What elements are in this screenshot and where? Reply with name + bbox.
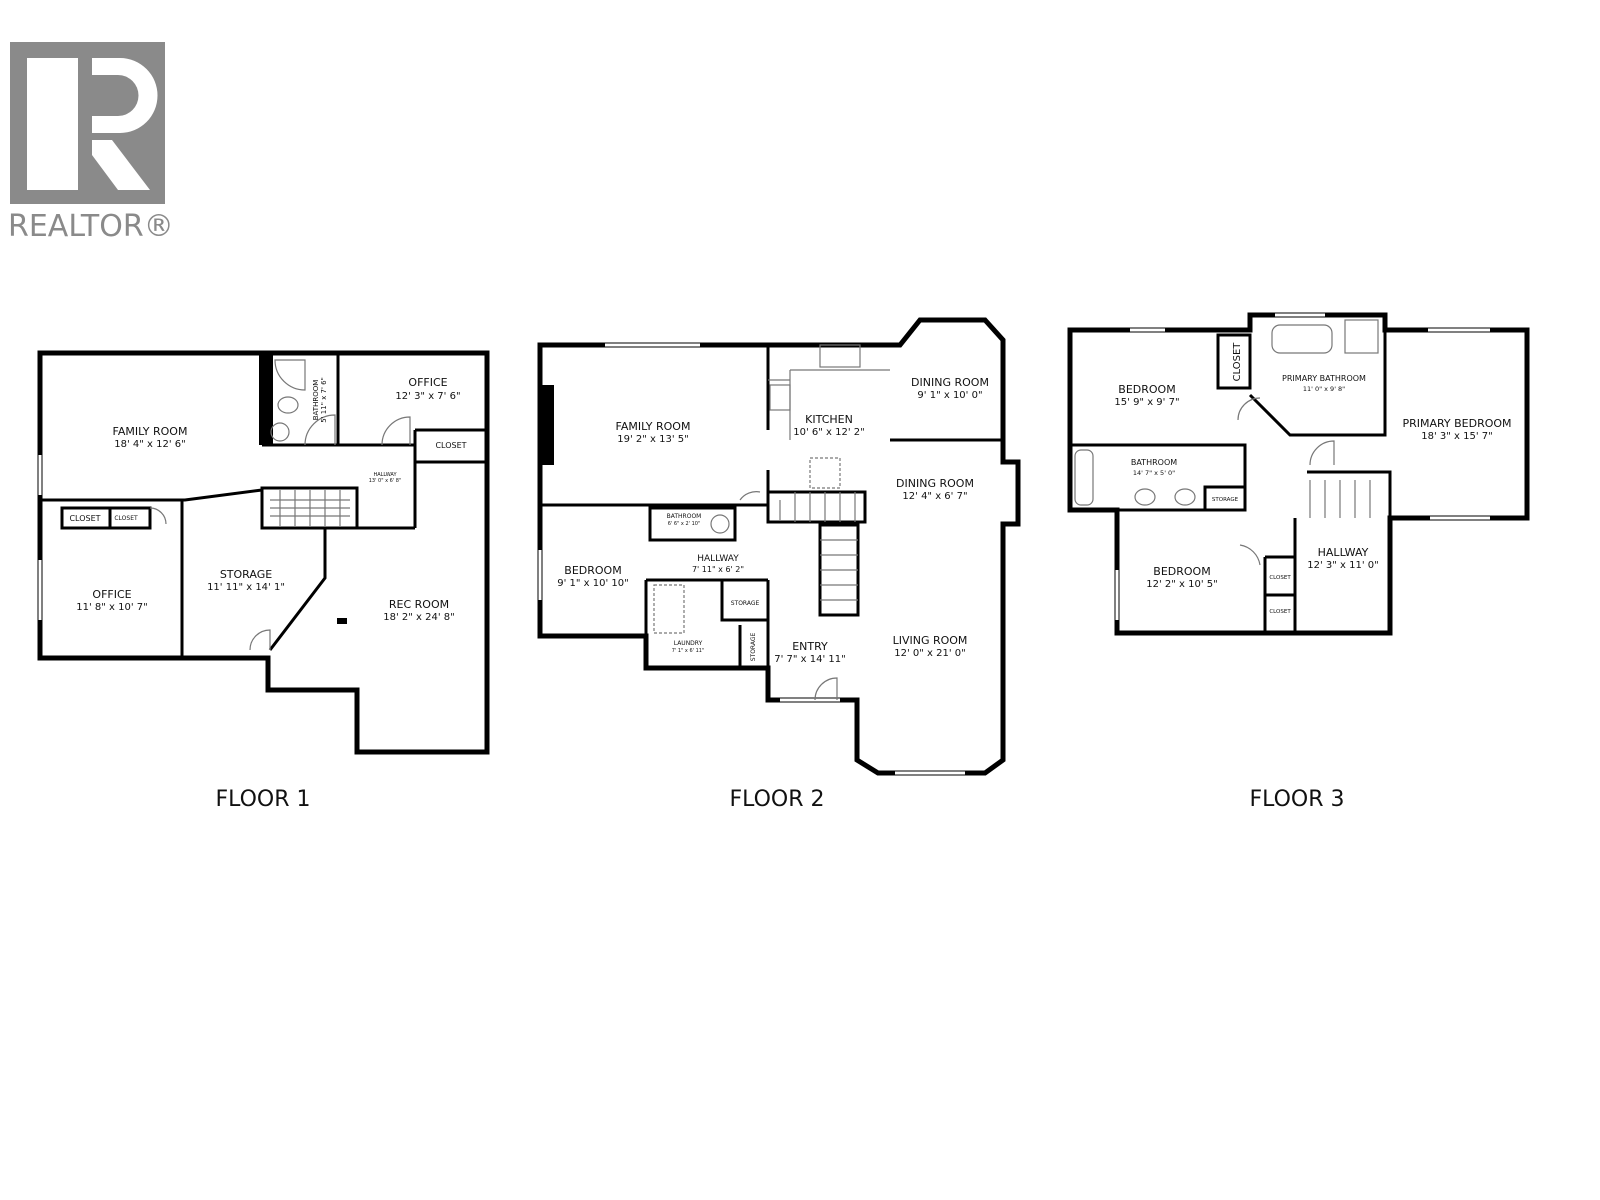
room-dims: 9' 1" x 10' 0" bbox=[917, 390, 982, 401]
room-name: ENTRY bbox=[792, 640, 828, 653]
room-name: STORAGE bbox=[1212, 497, 1239, 503]
floor-3-plan: BEDROOM 15' 9" x 9' 7" CLOSET PRIMARY BA… bbox=[1067, 312, 1530, 812]
room-name: STORAGE bbox=[220, 568, 272, 581]
floor-label: FLOOR 3 bbox=[1249, 787, 1344, 812]
room-dims: 12' 0" x 21' 0" bbox=[894, 648, 966, 659]
room-dims: 15' 9" x 9' 7" bbox=[1114, 397, 1179, 408]
room-dims: 11' 0" x 9' 8" bbox=[1303, 385, 1345, 393]
room-dims: 10' 6" x 12' 2" bbox=[793, 427, 865, 438]
room-name: DINING ROOM bbox=[911, 376, 989, 389]
room-name: DINING ROOM bbox=[896, 477, 974, 490]
room-name: CLOSET bbox=[114, 515, 138, 522]
room-name: BEDROOM bbox=[1153, 565, 1210, 578]
room-name: LAUNDRY bbox=[674, 640, 703, 647]
room-name: KITCHEN bbox=[805, 413, 853, 426]
room-name: OFFICE bbox=[92, 588, 131, 601]
room-dims: 11' 11" x 14' 1" bbox=[207, 582, 285, 593]
room-dims: 18' 2" x 24' 8" bbox=[383, 612, 455, 623]
room-dims: 18' 4" x 12' 6" bbox=[114, 439, 186, 450]
room-name: CLOSET bbox=[1232, 342, 1243, 382]
room-dims: 19' 2" x 13' 5" bbox=[617, 434, 689, 445]
room-dims: 18' 3" x 15' 7" bbox=[1421, 431, 1493, 442]
room-name: CLOSET bbox=[1269, 575, 1291, 581]
room-dims: 14' 7" x 5' 0" bbox=[1133, 469, 1175, 477]
floor-label: FLOOR 2 bbox=[729, 787, 824, 812]
room-name: REC ROOM bbox=[389, 598, 449, 611]
room-name: STORAGE bbox=[750, 633, 757, 662]
realtor-wordmark: REALTOR® bbox=[8, 209, 174, 244]
floor-1-plan: FAMILY ROOM 18' 4" x 12' 6" BATHROOM 5' … bbox=[37, 350, 490, 812]
room-dims: 7' 1" x 6' 11" bbox=[672, 648, 705, 654]
room-dims: 12' 2" x 10' 5" bbox=[1146, 579, 1218, 590]
room-name: BATHROOM bbox=[667, 513, 702, 520]
room-name: STORAGE bbox=[731, 600, 760, 607]
room-dims: 12' 3" x 7' 6" bbox=[395, 391, 460, 402]
room-name: BATHROOM bbox=[312, 380, 320, 421]
room-dims: 7' 11" x 6' 2" bbox=[692, 565, 744, 574]
room-dims: 5' 11" x 7' 6" bbox=[320, 377, 328, 423]
room-name: CLOSET bbox=[1269, 609, 1291, 615]
room-name: BEDROOM bbox=[1118, 383, 1175, 396]
room-name: CLOSET bbox=[69, 514, 100, 523]
room-dims: 7' 7" x 14' 11" bbox=[774, 654, 846, 665]
room-dims: 6' 6" x 2' 10" bbox=[668, 521, 701, 527]
room-name: LIVING ROOM bbox=[893, 634, 968, 647]
room-name: HALLWAY bbox=[373, 472, 397, 478]
realtor-logo: REALTOR® bbox=[8, 42, 174, 244]
room-name: PRIMARY BATHROOM bbox=[1282, 374, 1366, 383]
room-dims: 11' 8" x 10' 7" bbox=[76, 602, 148, 613]
room-name: BEDROOM bbox=[564, 564, 621, 577]
room-name: HALLWAY bbox=[697, 554, 739, 564]
room-name: HALLWAY bbox=[1318, 546, 1369, 559]
room-dims: 12' 4" x 6' 7" bbox=[902, 491, 967, 502]
room-name: FAMILY ROOM bbox=[113, 425, 188, 438]
room-name: PRIMARY BEDROOM bbox=[1402, 417, 1511, 430]
floor-2-plan: FAMILY ROOM 19' 2" x 13' 5" KITCHEN 10' … bbox=[537, 317, 1021, 812]
room-dims: 12' 3" x 11' 0" bbox=[1307, 560, 1379, 571]
room-name: OFFICE bbox=[408, 376, 447, 389]
room-dims: 9' 1" x 10' 10" bbox=[557, 578, 629, 589]
room-name: CLOSET bbox=[435, 441, 466, 450]
floor-label: FLOOR 1 bbox=[215, 787, 310, 812]
room-name: FAMILY ROOM bbox=[616, 420, 691, 433]
room-name: BATHROOM bbox=[1131, 458, 1177, 467]
room-dims: 13' 0" x 6' 8" bbox=[369, 478, 402, 484]
